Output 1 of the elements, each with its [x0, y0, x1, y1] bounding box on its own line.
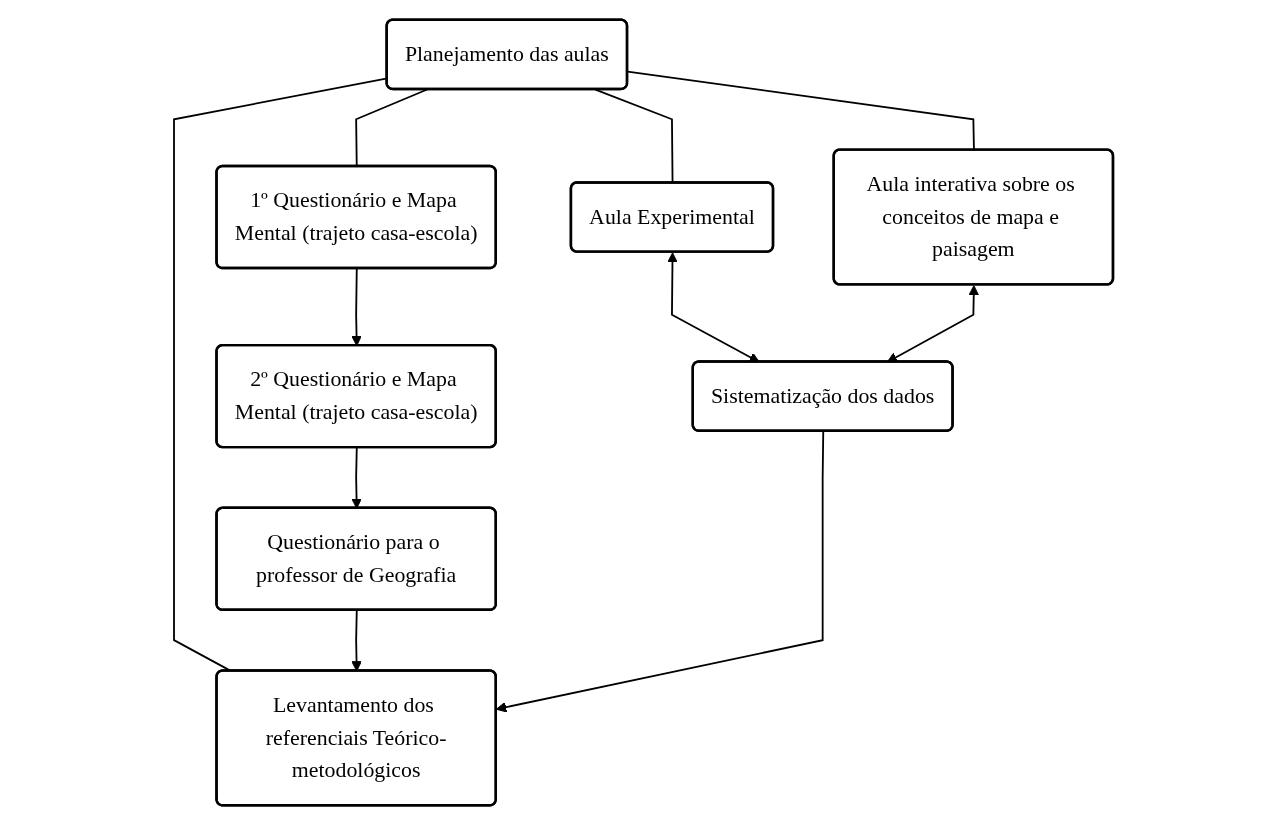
arrow — [495, 430, 825, 713]
